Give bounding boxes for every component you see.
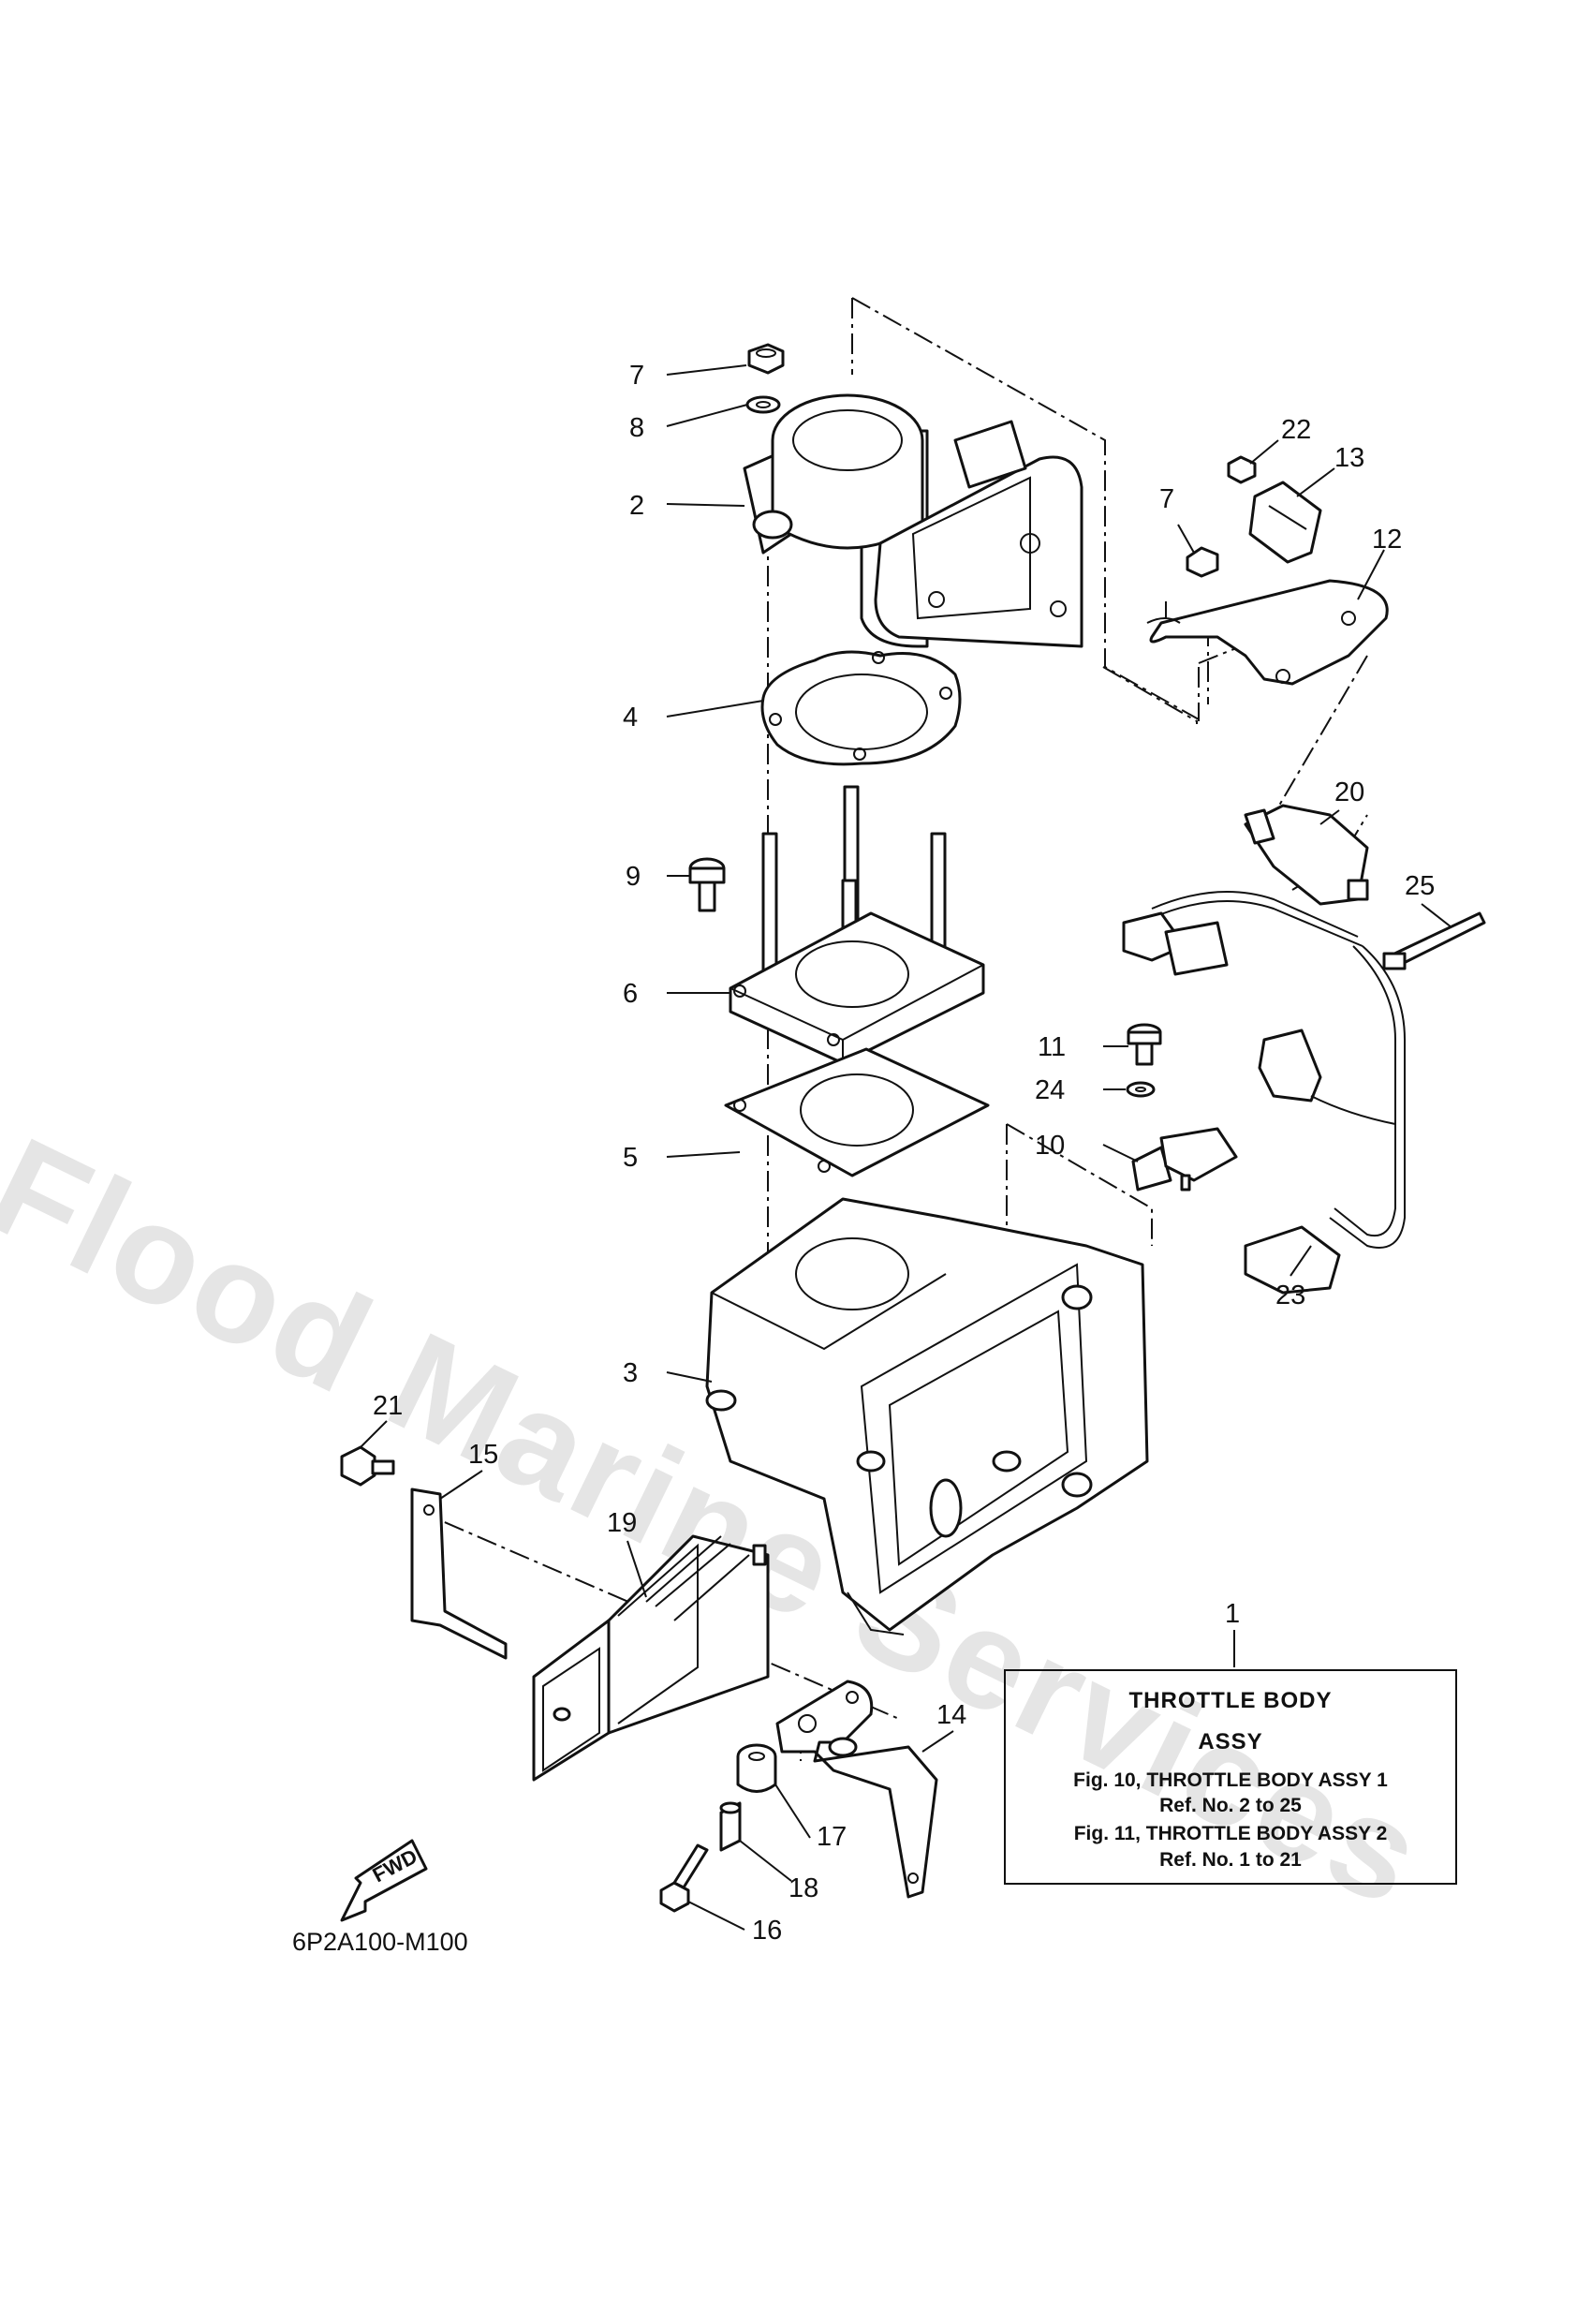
callout-7-right: 7 [1159,484,1174,514]
callout-7: 7 [629,361,644,391]
bolt-part-16 [659,1843,709,1913]
canister-part-19 [532,1534,770,1782]
bolt-part-11 [1127,1023,1162,1066]
callout-17: 17 [817,1822,847,1852]
cable-tie-part-25 [1382,911,1486,970]
callout-23: 23 [1275,1280,1305,1310]
diagram-id: 6P2A100-M100 [292,1928,468,1956]
callout-18: 18 [788,1873,818,1903]
collar-part-18 [719,1801,742,1852]
callout-12: 12 [1372,525,1402,555]
info-fig11-ref: Ref. No. 1 to 21 [1159,1849,1302,1871]
callout-13: 13 [1334,443,1364,473]
callout-22: 22 [1281,415,1311,445]
gasket-part-5 [724,1047,990,1177]
callout-20: 20 [1334,777,1364,807]
callout-24: 24 [1035,1075,1065,1105]
plate-part-12 [1146,579,1389,686]
sensor-part-10 [1131,1127,1238,1192]
callout-19: 19 [607,1508,637,1538]
callout-9: 9 [626,862,641,892]
info-fig10-line: Fig. 10, THROTTLE BODY ASSY 1 [1073,1769,1388,1791]
callout-6: 6 [623,979,638,1009]
sensor-part-20 [1244,804,1369,906]
intake-manifold-part-3 [705,1197,1149,1636]
callout-14: 14 [936,1700,966,1730]
callout-10: 10 [1035,1131,1065,1161]
info-title-line1: THROTTLE BODY [1128,1688,1333,1713]
spacer-block-part-6 [729,911,985,1065]
washer-part-24 [1126,1081,1156,1098]
callout-15: 15 [468,1440,498,1470]
callout-leaders [360,364,1452,1931]
callout-1: 1 [1225,1599,1240,1629]
callout-25: 25 [1405,871,1435,901]
nut-part-7 [747,343,785,375]
clamp-part-13 [1248,481,1322,564]
fwd-arrow-icon: FWD [340,1839,428,1922]
callout-8: 8 [629,413,644,443]
callout-5: 5 [623,1143,638,1173]
washer-part-8 [745,395,781,414]
callout-21: 21 [373,1391,403,1421]
throttle-body-info-box: THROTTLE BODY ASSY Fig. 10, THROTTLE BOD… [1004,1669,1457,1885]
bracket-part-15 [410,1488,508,1660]
callout-4: 4 [623,703,638,733]
info-fig11-line: Fig. 11, THROTTLE BODY ASSY 2 [1073,1823,1388,1844]
callout-16: 16 [752,1916,782,1946]
callout-2: 2 [629,491,644,521]
bracket-part-14 [775,1680,938,1899]
bolt-part-21 [340,1445,395,1487]
wire-harness-part-23 [1122,891,1406,1295]
callout-11: 11 [1038,1032,1066,1062]
info-fig10-ref: Ref. No. 2 to 25 [1159,1795,1302,1816]
gasket-part-4 [760,650,962,766]
grommet-part-17 [736,1743,777,1793]
info-title-line2: ASSY [1198,1729,1263,1754]
throttle-body-part-2 [743,393,1083,648]
callout-3: 3 [623,1358,638,1388]
bolt-part-9 [688,857,726,912]
nut-part-7-right [1186,546,1219,578]
callout-labels: 7 8 2 4 9 6 5 3 21 15 19 22 13 7 12 20 2… [373,361,1435,1946]
nut-part-22 [1227,455,1257,484]
